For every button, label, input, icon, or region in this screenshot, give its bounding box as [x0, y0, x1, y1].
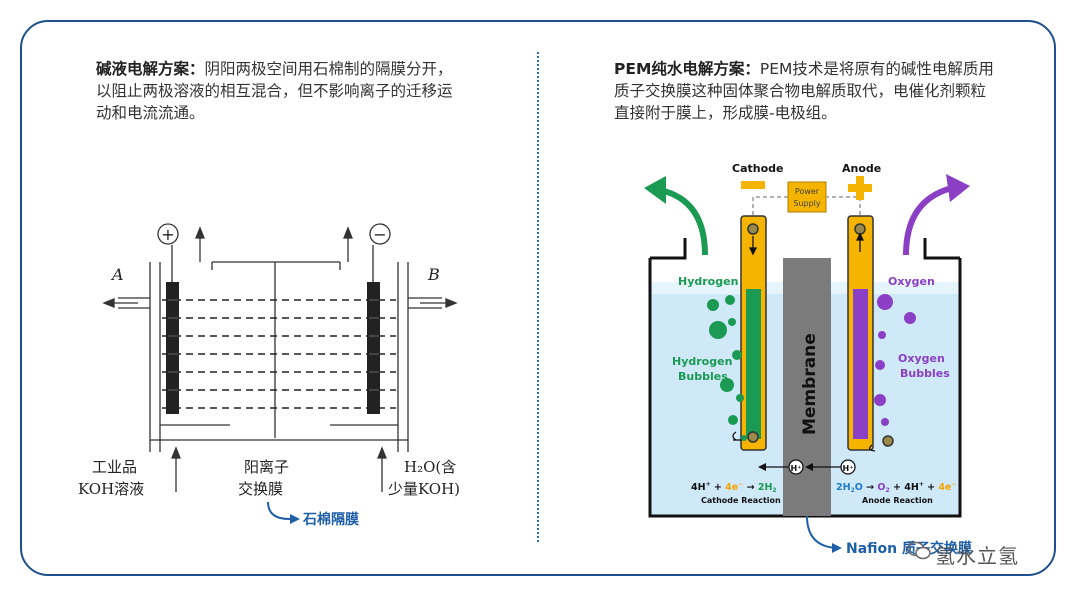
membrane-label: Membrane — [800, 333, 820, 435]
anode-reaction-label: Anode Reaction — [862, 496, 933, 505]
left-feed-label-1: 工业品 — [92, 458, 137, 476]
hydrogen-label: Hydrogen — [678, 275, 738, 288]
cathode-label: Cathode — [732, 162, 783, 175]
minus-sign-icon — [741, 181, 765, 189]
plus-sign-icon — [848, 176, 872, 200]
nafion-callout: Nafion 质子交换膜 — [846, 540, 972, 557]
anode-label: Anode — [842, 162, 881, 175]
pem-body: PEM技术是将原有的碱性电解质用质子交换膜这种固体聚合物电解质取代，电催化剂颗粒… — [614, 60, 994, 122]
cathode-equation: 4H+ + 4e− → 2H2 — [691, 481, 777, 494]
cathode-electrode — [367, 282, 380, 414]
anode-equation: 2H2O → O2 + 4H+ + 4e− — [836, 481, 957, 494]
right-feed-label-1: H₂O(含 — [404, 458, 456, 476]
membrane-label-2: 交换膜 — [238, 480, 283, 498]
asbestos-callout: 石棉隔膜 — [302, 511, 359, 528]
oxygen-bubbles-label-1: Oxygen — [898, 352, 945, 365]
cathode-reaction-label: Cathode Reaction — [701, 496, 781, 505]
outlet-b-label: B — [427, 265, 440, 284]
oxygen-label: Oxygen — [888, 275, 935, 288]
negative-terminal: − — [373, 225, 386, 244]
hydrogen-bubbles-label-2: Bubbles — [678, 370, 728, 383]
content-frame — [20, 20, 1056, 576]
membrane-label-1: 阳离子 — [244, 458, 289, 476]
power-label-2: Supply — [793, 199, 821, 208]
alkaline-description: 碱液电解方案：阴阳两极空间用石棉制的隔膜分开，以阻止两极溶液的相互混合，但不影响… — [96, 58, 461, 124]
right-feed-label-2: 少量KOH) — [388, 480, 460, 498]
oxygen-bubbles-label-2: Bubbles — [900, 367, 950, 380]
hplus-right: H⁺ — [843, 464, 854, 473]
anode-electrode — [166, 282, 179, 414]
alkaline-electrolyzer-diagram: + − A B 工业品 KOH溶液 阳离子 交换膜 H₂O(含 少量KOH) 石… — [78, 223, 460, 528]
hplus-left: H⁺ — [791, 464, 802, 473]
alkaline-body: 阴阳两极空间用石棉制的隔膜分开，以阻止两极溶液的相互混合，但不影响离子的迁移运动… — [96, 60, 453, 122]
alkaline-title: 碱液电解方案： — [96, 60, 205, 78]
hydrogen-bubbles-label-1: Hydrogen — [672, 355, 732, 368]
pem-description: PEM纯水电解方案：PEM技术是将原有的碱性电解质用质子交换膜这种固体聚合物电解… — [614, 58, 994, 124]
pem-title: PEM纯水电解方案： — [614, 60, 760, 78]
watermark: 氢水立氢 — [935, 544, 1019, 568]
outlet-a-label: A — [110, 265, 124, 284]
left-feed-label-2: KOH溶液 — [78, 480, 144, 498]
column-divider — [537, 52, 539, 542]
pem-membrane — [783, 258, 831, 516]
wechat-icon — [907, 541, 931, 560]
positive-terminal: + — [161, 225, 174, 244]
pem-electrolyzer-diagram: Membrane Power Supply Cathode Anode — [644, 162, 972, 557]
power-label-1: Power — [795, 187, 820, 196]
